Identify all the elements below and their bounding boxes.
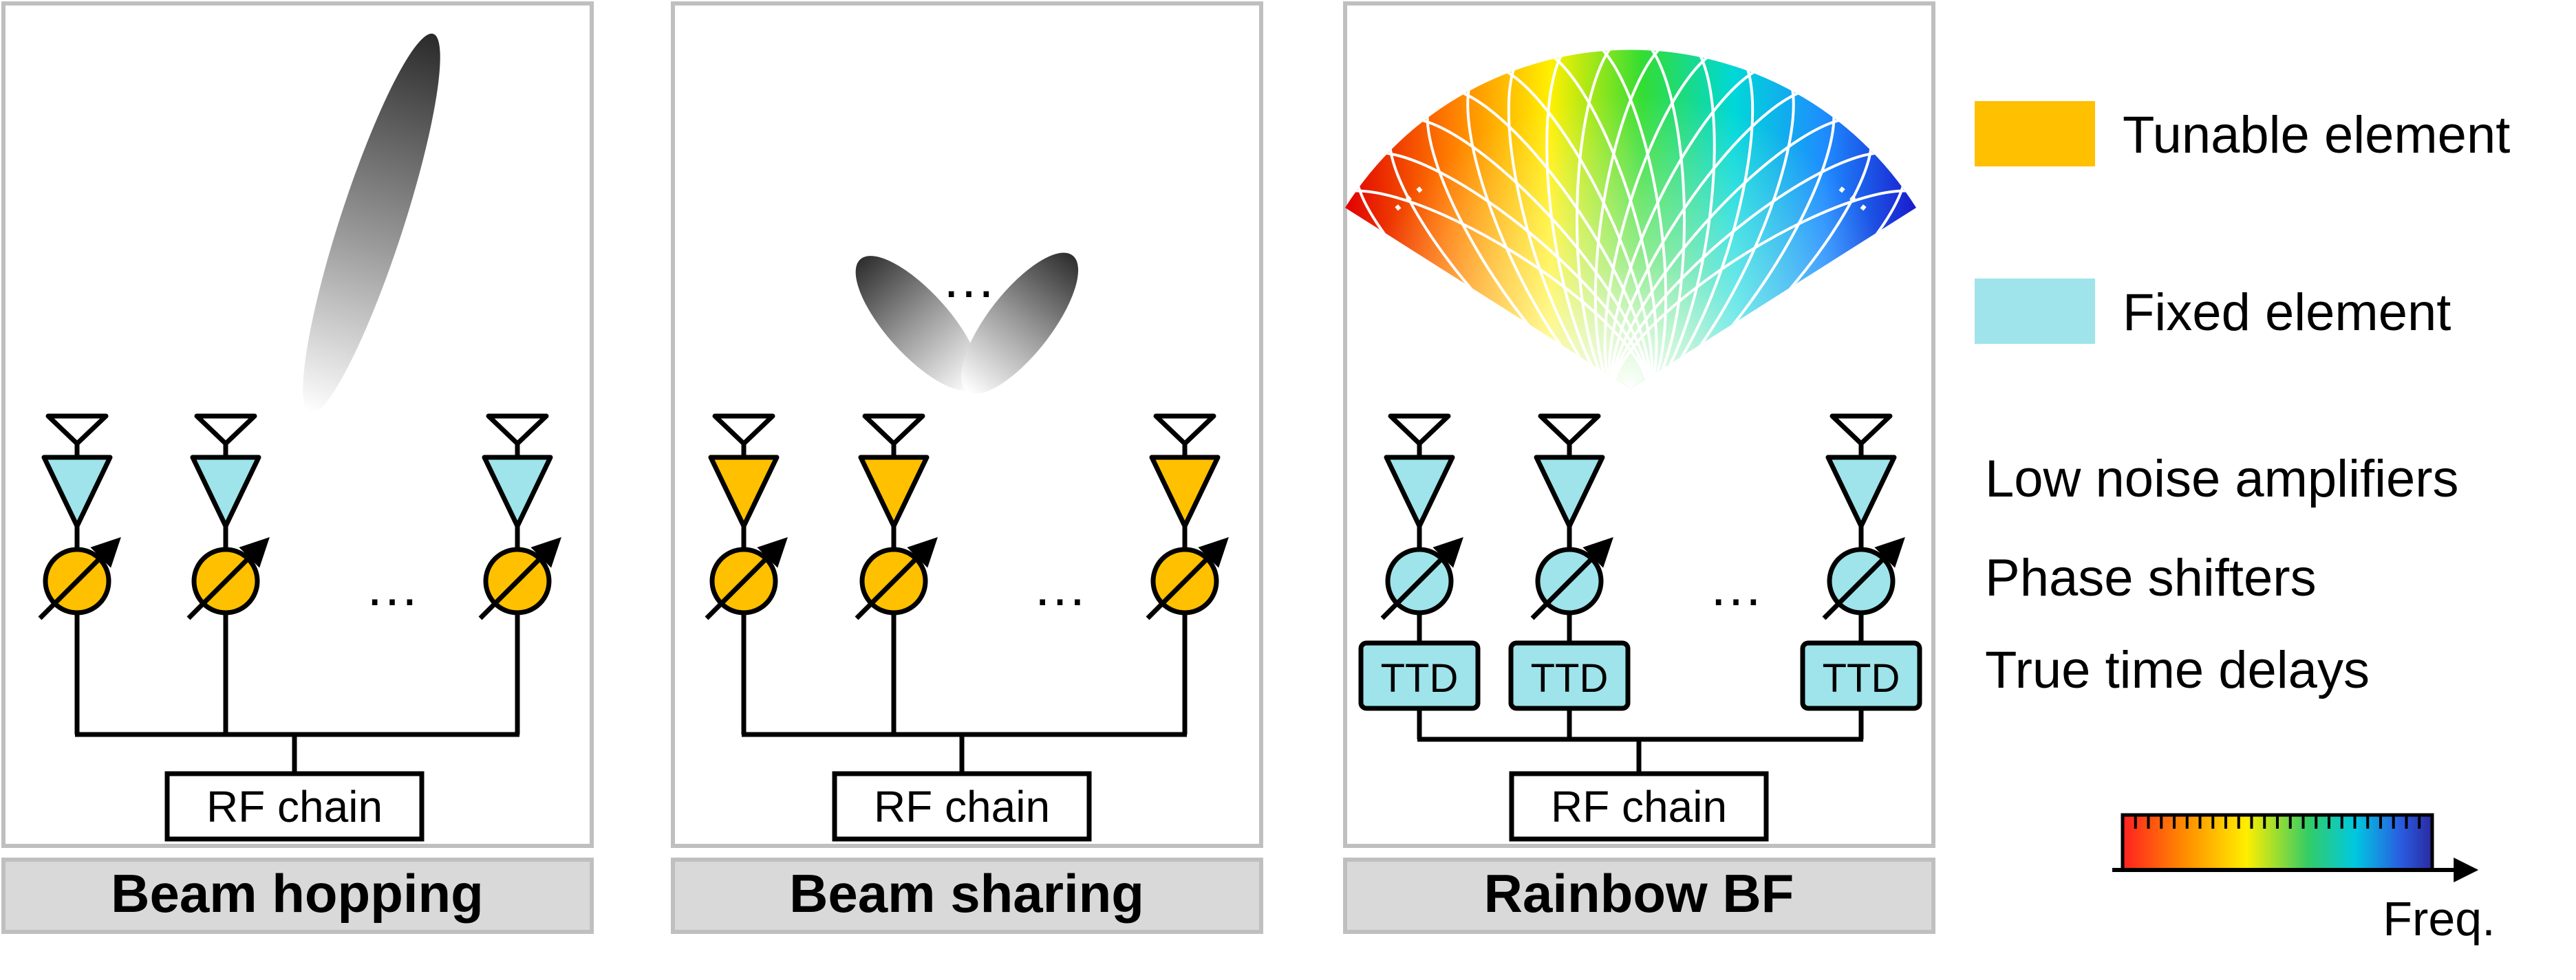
antenna-icon xyxy=(1538,413,1601,457)
panel-frame-hopping xyxy=(1,1,594,848)
phase-shifter-arrow xyxy=(705,537,788,620)
phase-shifter-arrow xyxy=(38,537,121,620)
antenna-icon xyxy=(486,413,549,457)
panel-frame-sharing xyxy=(671,1,1263,848)
phase-shifter-arrow xyxy=(1822,537,1905,620)
circuit-rainbow: TTD TTD TTD … RF chain xyxy=(1358,413,1922,842)
rainbow-beam-lobe xyxy=(1593,50,1716,389)
rf-chain-label: RF chain xyxy=(874,782,1050,831)
legend-tunable-label: Tunable element xyxy=(2123,106,2510,164)
antenna-chain xyxy=(1146,413,1229,734)
rainbow-beam-fan: … … xyxy=(1345,50,1916,389)
phase-shifter-arrow xyxy=(186,537,270,620)
antenna-chain xyxy=(186,413,270,734)
rf-chain-label: RF chain xyxy=(206,782,383,831)
antenna-icon xyxy=(712,413,775,457)
rainbow-beam-lobe xyxy=(1507,50,1658,389)
phase-shifter-arrow xyxy=(1530,537,1613,620)
circuit-sharing: … RF chain xyxy=(705,413,1229,842)
shared-beam-left xyxy=(855,256,980,391)
shared-beam-right xyxy=(960,252,1079,394)
chain-ellipsis: … xyxy=(1708,556,1763,617)
shared-beam-ellipsis: … xyxy=(941,248,996,309)
amplifier-icon xyxy=(41,455,113,529)
antenna-chain xyxy=(855,413,938,734)
amplifier-icon xyxy=(708,455,780,529)
rf-chain-box xyxy=(164,771,425,842)
antenna-chain xyxy=(38,413,121,734)
circuit-hopping: … RF chain xyxy=(38,413,561,842)
legend-ttd-label: True time delays xyxy=(1985,641,2370,699)
phase-shifter-arrow xyxy=(1380,537,1463,620)
single-beam xyxy=(303,33,440,414)
rainbow-beam-lobe xyxy=(1603,50,1754,389)
caption-sharing: Beam sharing xyxy=(671,858,1263,934)
legend-ps-label: Phase shifters xyxy=(1985,549,2317,607)
rf-chain-box xyxy=(832,771,1092,842)
chain-ellipsis: … xyxy=(1033,556,1088,617)
panel-frame-rainbow xyxy=(1343,1,1935,848)
legend-tunable-swatch xyxy=(1975,101,2095,166)
amplifier-icon xyxy=(482,455,553,529)
amplifier-icon xyxy=(858,455,930,529)
phase-shifter-arrow xyxy=(1146,537,1229,620)
antenna-chain: TTD xyxy=(1508,413,1631,739)
rainbow-beam-lobe xyxy=(1545,50,1668,389)
antenna-chain xyxy=(478,413,561,734)
caption-rainbow: Rainbow BF xyxy=(1343,858,1935,934)
chain-ellipsis: … xyxy=(365,556,420,617)
frequency-axis-label: Freq. xyxy=(2383,892,2495,946)
legend-lna-label: Low noise amplifiers xyxy=(1985,450,2459,508)
caption-hopping-text: Beam hopping xyxy=(111,863,484,924)
phase-shifter-arrow xyxy=(855,537,938,620)
true-time-delay-label: TTD xyxy=(1531,656,1609,701)
antenna-chain xyxy=(705,413,788,734)
rainbow-beam-lobe xyxy=(1576,50,1686,389)
amplifier-icon xyxy=(1149,455,1221,529)
antenna-icon xyxy=(1153,413,1216,457)
antenna-chain: TTD xyxy=(1358,413,1481,739)
legend-fixed-label: Fixed element xyxy=(2123,283,2451,342)
antenna-icon xyxy=(1829,413,1893,457)
antenna-icon xyxy=(862,413,925,457)
antenna-chain: TTD xyxy=(1800,413,1922,739)
antenna-icon xyxy=(45,413,109,457)
amplifier-icon xyxy=(190,455,261,529)
true-time-delay-label: TTD xyxy=(1381,656,1459,701)
antenna-icon xyxy=(1388,413,1451,457)
caption-rainbow-text: Rainbow BF xyxy=(1484,863,1794,924)
legend: Tunable element Fixed element Low noise … xyxy=(1975,101,2510,946)
caption-sharing-text: Beam sharing xyxy=(789,863,1144,924)
phase-shifter-arrow xyxy=(478,537,561,620)
rf-chain-box xyxy=(1509,771,1769,842)
frequency-colorbar xyxy=(2121,813,2434,872)
antenna-icon xyxy=(194,413,257,457)
true-time-delay-label: TTD xyxy=(1823,656,1900,701)
rf-chain-label: RF chain xyxy=(1551,782,1727,831)
amplifier-icon xyxy=(1534,455,1605,529)
amplifier-icon xyxy=(1384,455,1455,529)
caption-hopping: Beam hopping xyxy=(1,858,594,934)
amplifier-icon xyxy=(1825,455,1897,529)
legend-fixed-swatch xyxy=(1975,279,2095,344)
